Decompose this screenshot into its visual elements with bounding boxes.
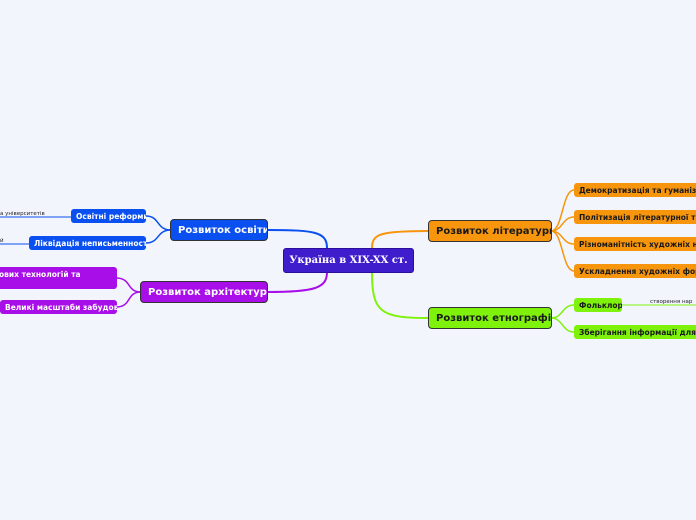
branch-education[interactable]: Розвиток освіти — [170, 219, 268, 241]
link-ethnography-folklore — [550, 304, 575, 319]
ethnography-folklore[interactable]: Фольклор — [574, 298, 622, 312]
root-node[interactable]: Україна в XIX-XX ст. — [283, 248, 414, 273]
link-architecture-scale — [115, 291, 142, 308]
education-reforms[interactable]: Освітні реформи — [71, 209, 146, 223]
branch-ethnography-label: Розвиток етнографії — [436, 312, 552, 324]
architecture-scale[interactable]: Великі масштаби забудови — [0, 300, 117, 314]
link-root-ethnography — [371, 271, 429, 319]
education-literacy[interactable]: Ліквідація неписьменності — [29, 236, 146, 250]
literature-item-3[interactable]: Різноманітність художніх нап — [574, 237, 696, 251]
link-education-reforms — [145, 215, 172, 231]
link-architecture-tech — [115, 277, 142, 293]
literature-item-4[interactable]: Ускладнення художніх форм — [574, 264, 696, 278]
literature-item-3-label: Різноманітність художніх нап — [579, 239, 696, 249]
branch-education-label: Розвиток освіти — [178, 224, 268, 236]
branch-architecture-label: Розвиток архітектури — [148, 286, 268, 298]
link-education-literacy — [145, 229, 172, 244]
branch-literature-label: Розвиток літератури — [436, 225, 552, 237]
link-literature-4 — [550, 230, 575, 272]
education-reforms-label: Освітні реформи — [76, 211, 146, 221]
literature-item-4-label: Ускладнення художніх форм — [579, 266, 696, 276]
education-literacy-label: Ліквідація неписьменності — [34, 238, 146, 248]
education-literacy-detail[interactable]: й — [0, 238, 4, 244]
link-root-education — [267, 229, 328, 249]
education-reforms-detail[interactable]: а університетів — [0, 211, 45, 217]
ethnography-storage-label: Зберігання інформації для на — [579, 327, 696, 337]
branch-ethnography[interactable]: Розвиток етнографії — [428, 307, 552, 329]
architecture-tech-label: ових технологій та — [0, 270, 81, 279]
link-ethnography-storage — [550, 317, 575, 333]
ethnography-storage[interactable]: Зберігання інформації для на — [574, 325, 696, 339]
branch-literature[interactable]: Розвиток літератури — [428, 220, 552, 242]
literature-item-2-label: Політизація літературної тво — [579, 212, 696, 222]
literature-item-2[interactable]: Політизація літературної тво — [574, 210, 696, 224]
literature-item-1-label: Демократизація та гуманізаці — [579, 185, 696, 195]
root-label: Україна в XIX-XX ст. — [289, 255, 408, 266]
literature-item-1[interactable]: Демократизація та гуманізаці — [574, 183, 696, 197]
link-root-literature — [371, 230, 429, 249]
ethnography-folklore-label: Фольклор — [579, 300, 622, 310]
link-root-architecture — [267, 271, 328, 293]
link-literature-1 — [550, 189, 575, 232]
ethnography-folklore-detail[interactable]: створення нар — [650, 299, 693, 305]
architecture-scale-label: Великі масштаби забудови — [5, 302, 117, 312]
branch-architecture[interactable]: Розвиток архітектури — [140, 281, 268, 303]
architecture-tech[interactable]: ових технологій та — [0, 267, 117, 289]
